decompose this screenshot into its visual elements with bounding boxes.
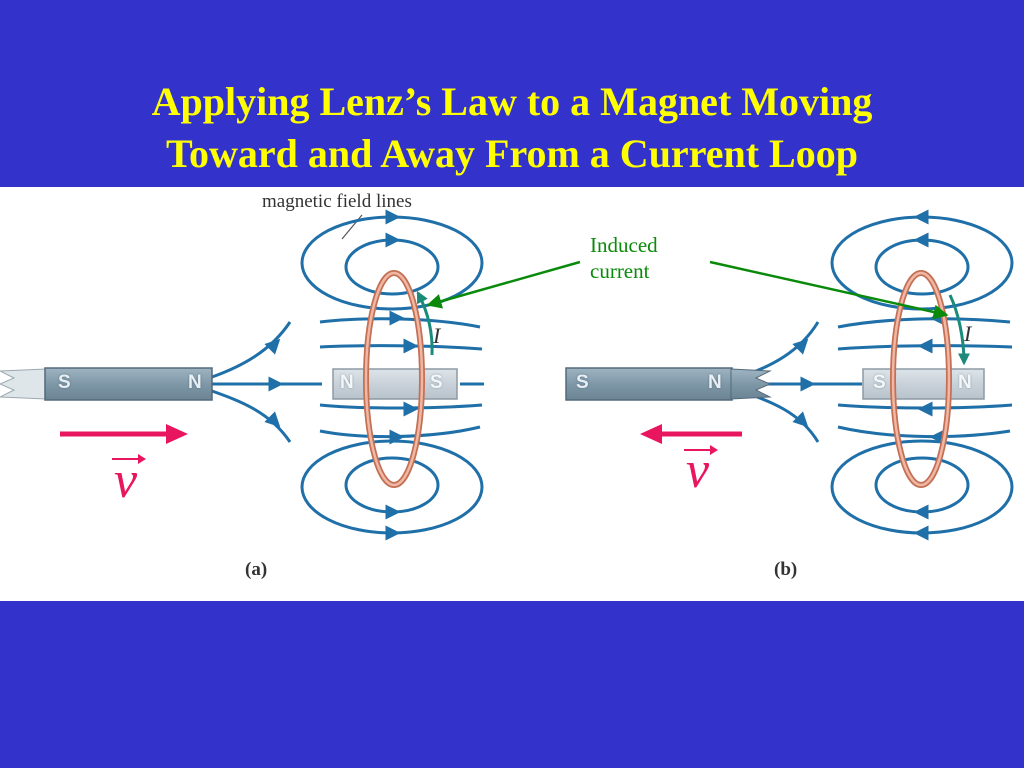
current-symbol-b: I — [964, 321, 972, 346]
panel-b-caption: (b) — [774, 559, 798, 580]
moving-magnet-a-s-pole: S — [58, 372, 71, 393]
induced-magnet-a-n-pole: N — [340, 372, 354, 393]
field-lines-divergent-a — [211, 321, 322, 443]
induced-magnet-a-s-pole: S — [430, 372, 443, 393]
panel-a-diagram — [0, 209, 484, 541]
induced-current-arrow-b — [948, 294, 970, 366]
slide-title: Applying Lenz’s Law to a Magnet Moving T… — [0, 76, 1024, 180]
panel-a-caption: (a) — [245, 559, 268, 580]
induced-magnet-b-s-pole: S — [873, 372, 886, 393]
title-line-2: Toward and Away From a Current Loop — [166, 131, 858, 176]
induced-current-line-2: current — [590, 259, 650, 283]
induced-magnet-a — [332, 368, 458, 400]
panel-b-diagram — [565, 209, 1014, 541]
field-lines-through-a — [319, 310, 484, 445]
moving-magnet-b — [565, 367, 772, 401]
field-lines-top-a — [300, 209, 484, 311]
title-line-1: Applying Lenz’s Law to a Magnet Moving — [151, 79, 873, 124]
velocity-arrow-a — [60, 424, 188, 464]
moving-magnet-b-s-pole: S — [576, 372, 589, 393]
induced-current-pointers — [426, 260, 949, 320]
moving-magnet-b-n-pole: N — [708, 372, 722, 393]
induced-magnet-b-n-pole: N — [958, 372, 972, 393]
field-lines-through-b — [834, 310, 1013, 445]
moving-magnet-a — [0, 367, 213, 401]
velocity-arrow-b — [640, 424, 742, 455]
induced-current-line-1: Induced — [590, 233, 658, 257]
velocity-symbol-b: v — [686, 442, 710, 499]
field-lines-bottom-b — [830, 439, 1014, 541]
moving-magnet-a-n-pole: N — [188, 372, 202, 393]
current-symbol-a: I — [433, 323, 441, 348]
induced-magnet-b — [862, 368, 985, 400]
figure-drawing — [0, 209, 1014, 541]
magnetic-field-lines-label: magnetic field lines — [262, 191, 412, 212]
lenz-law-figure: magnetic field lines Induced current S N… — [0, 187, 1024, 601]
induced-current-label: Induced current — [590, 232, 658, 284]
induced-current-arrow-a — [416, 290, 434, 356]
velocity-symbol-a: v — [114, 452, 138, 509]
